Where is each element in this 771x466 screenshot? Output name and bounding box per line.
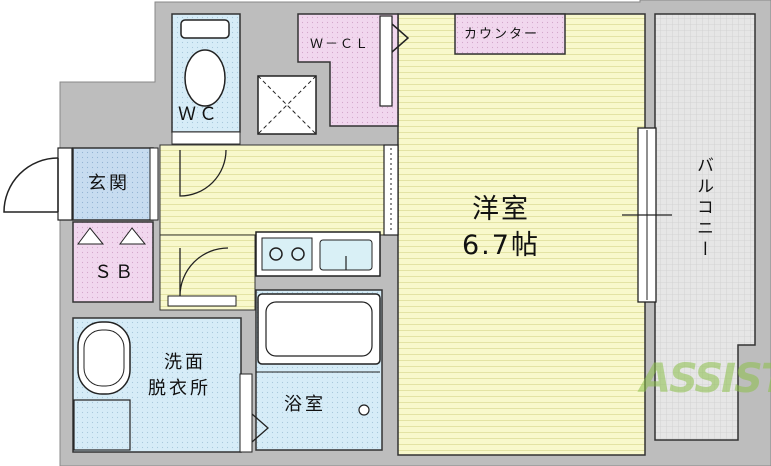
- walk-in-closet: [297, 13, 410, 127]
- door-swings: [167, 149, 237, 307]
- washroom-label-line2: 脱衣所: [148, 378, 211, 399]
- bathroom: [255, 289, 383, 451]
- washbasin-icon: [77, 321, 131, 395]
- toilet-bowl-icon: [184, 49, 226, 107]
- western-room-size-label: 6.7帖: [462, 230, 540, 261]
- wc-label: ＷＣ: [178, 104, 220, 125]
- counter-label: カウンター: [464, 27, 540, 42]
- entrance-label: 玄関: [88, 173, 130, 194]
- walk-in-closet-label: Ｗ－ＣＬ: [310, 37, 371, 52]
- fridge-space-icon: [257, 75, 317, 135]
- stove-burner-icon: [291, 247, 305, 261]
- balcony: [654, 13, 756, 441]
- shoe-box-label: ＳＢ: [94, 262, 136, 283]
- wc-room: [171, 13, 241, 145]
- western-room-label: 洋室: [472, 194, 530, 225]
- balcony-window: [622, 127, 672, 303]
- washroom-label-line1: 洗面: [164, 352, 206, 373]
- bath-label: 浴室: [284, 394, 326, 415]
- balcony-label: バルコニー: [693, 156, 713, 261]
- sliding-partition: [383, 144, 399, 236]
- kitchen-counter: [255, 231, 381, 277]
- washroom: [72, 317, 269, 453]
- washing-machine-space-icon: [73, 399, 131, 451]
- entrance: [3, 147, 159, 221]
- counter: [454, 13, 566, 55]
- stove-burner-icon: [269, 247, 283, 261]
- toilet-tank-icon: [180, 19, 230, 39]
- shoe-box: [72, 221, 154, 303]
- entrance-door-swing-icon: [3, 157, 59, 213]
- assist-watermark-logo: ASSIST: [640, 356, 771, 402]
